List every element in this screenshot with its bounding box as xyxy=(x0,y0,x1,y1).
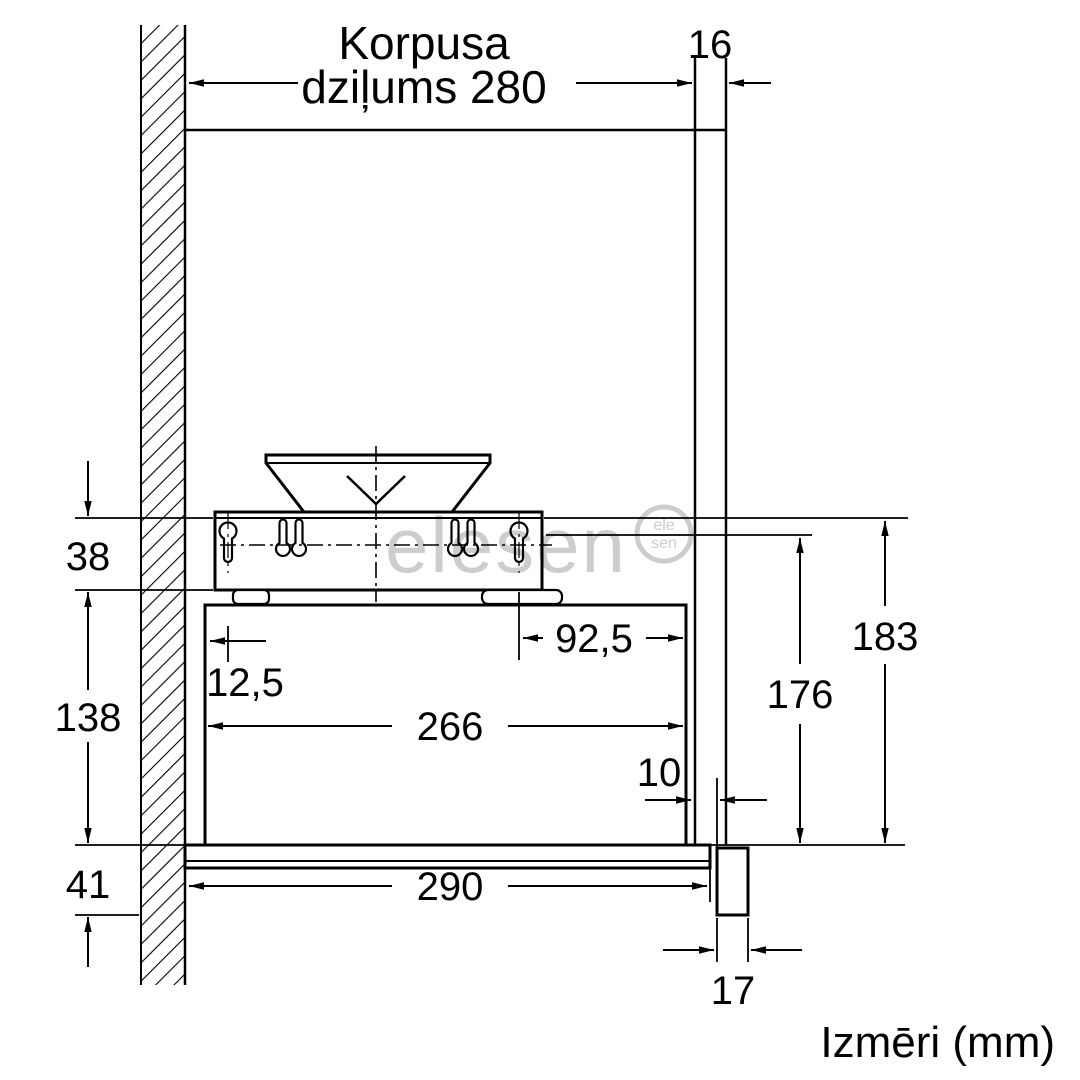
watermark-logo-bottom: sen xyxy=(651,535,677,552)
dim-label-10: 10 xyxy=(637,751,682,795)
watermark-logo-circle xyxy=(634,504,694,564)
dim-body-height: 138 xyxy=(55,696,122,843)
units-caption: Izmēri (mm) xyxy=(820,1018,1055,1067)
dim-panel-width: 17 xyxy=(663,946,802,1013)
bracket-foot-left xyxy=(231,588,271,606)
cabinet-outline xyxy=(185,58,728,845)
keyhole-slot-mid-3 xyxy=(446,518,464,557)
watermark-logo-top: ele xyxy=(653,517,674,534)
keyhole-slot-mid-2 xyxy=(290,518,308,557)
dim-label-41: 41 xyxy=(66,863,111,907)
watermark-text: elesen xyxy=(385,501,627,589)
dim-label-183: 183 xyxy=(852,615,919,659)
dim-body-depth: 266 xyxy=(208,705,683,749)
dim-label-38: 38 xyxy=(66,535,111,579)
centerlines xyxy=(220,446,552,602)
keyhole-slot-mid-1 xyxy=(274,518,292,557)
wall-hatch xyxy=(140,25,187,985)
dim-label-138: 138 xyxy=(55,696,122,740)
keyhole-slot-mid-4 xyxy=(462,518,480,557)
dim-visor-height: 41 xyxy=(66,863,111,967)
bracket-foot-right xyxy=(480,588,564,606)
dim-label-17: 17 xyxy=(711,969,756,1013)
dim-label-cabinet-depth-1: Korpusa xyxy=(338,17,510,69)
dim-total-height: 183 xyxy=(852,521,919,843)
dim-front-fixing-offset: 92,5 xyxy=(523,617,683,661)
dim-rear-fixing-offset: 12,5 xyxy=(206,637,284,705)
dim-label-176: 176 xyxy=(767,673,834,717)
dim-label-12-5: 12,5 xyxy=(206,661,284,705)
extension-lines xyxy=(75,517,908,962)
watermark: elesen ele sen xyxy=(385,501,694,589)
dim-flange-height: 38 xyxy=(66,461,111,690)
dim-cabinet-depth: Korpusa dziļums 280 xyxy=(189,17,692,113)
dim-label-290: 290 xyxy=(417,865,484,909)
dim-label-16: 16 xyxy=(688,23,733,67)
lower-front-panel xyxy=(715,846,750,917)
dim-label-266: 266 xyxy=(417,705,484,749)
dim-label-92-5: 92,5 xyxy=(555,617,633,661)
dim-fixing-height: 176 xyxy=(767,538,834,843)
dim-label-cabinet-depth-2: dziļums 280 xyxy=(301,61,546,113)
visor-strip xyxy=(183,843,712,870)
dim-visor-depth: 290 xyxy=(189,865,707,909)
dim-front-gap: 10 xyxy=(637,751,767,804)
dim-panel-thickness: 16 xyxy=(688,23,771,87)
